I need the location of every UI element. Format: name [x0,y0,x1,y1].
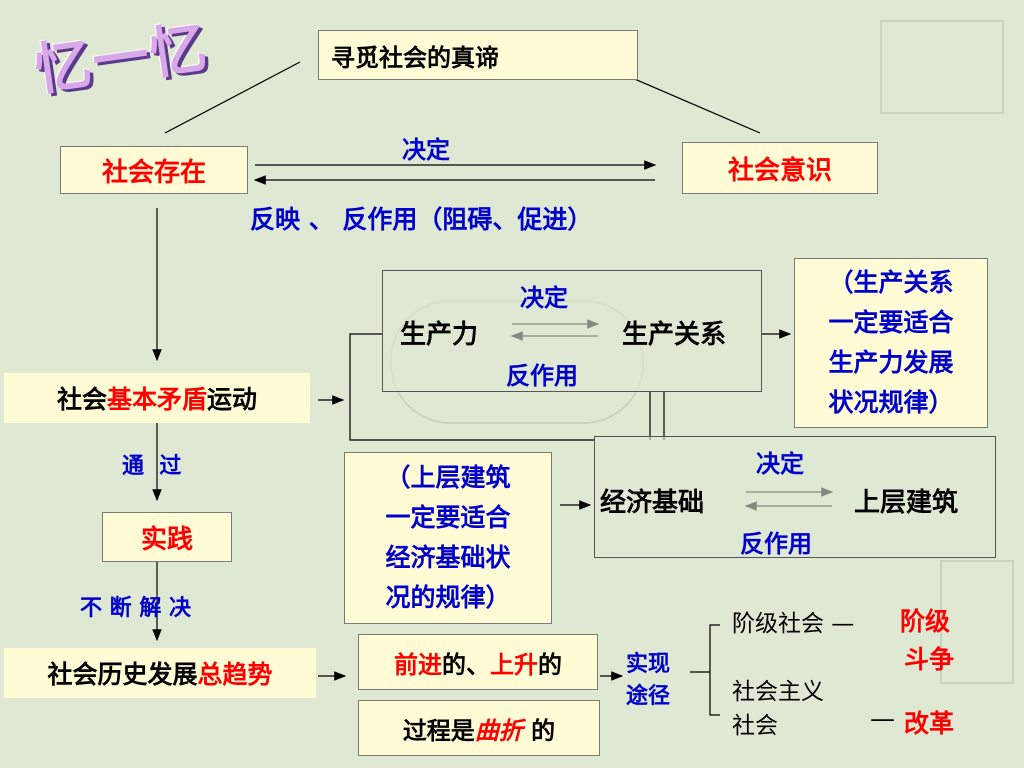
class-society-label: 阶级社会 — [732,611,855,637]
progress-box: 前进 的、 上升 的 [358,634,598,690]
reform-dash: — [870,704,895,733]
class-struggle-line-1: 阶级 [900,607,951,636]
process-highlight: 曲折 [474,716,523,745]
basic-contradiction-box: 社会 基本矛盾 运动 [4,373,310,423]
law1-line-3: 生产力发展 [828,348,954,377]
realize-line-2: 途径 [626,684,671,709]
decor-pattern-top [880,20,1004,114]
law2-line-3: 经济基础状 [385,543,511,572]
practice-box: 实践 [102,512,232,562]
contradiction-highlight: 基本矛盾 [106,385,207,414]
economic-frame [594,436,996,558]
law2-box: （上层建筑 一定要适合 经济基础状 况的规律） [344,452,552,624]
production-relations-label: 生产关系 [622,320,727,350]
superstructure-label: 上层建筑 [854,488,959,518]
process-post: 的 [522,716,556,745]
process-pre: 过程是 [402,716,475,745]
realize-line-1: 实现 [626,652,671,677]
socialist-line-1: 社会主义 [732,679,824,705]
econ-react-label: 反作用 [740,530,812,558]
social-existence-box: 社会存在 [60,146,248,194]
law1-line-4: 状况规律） [828,388,954,417]
prod-react-label: 反作用 [506,362,578,390]
practice-label: 实践 [140,524,193,555]
social-consciousness-box: 社会意识 [682,142,878,194]
production-frame [382,270,762,392]
law1-line-1: （生产关系 [828,268,954,297]
trend-box: 社会历史发展 总趋势 [4,648,316,698]
contradiction-post: 运动 [207,385,258,414]
reform-label: 改革 [904,709,955,738]
progress-c: 上升 [490,650,538,679]
trend-pre: 社会历史发展 [47,660,198,689]
progress-a: 前进 [394,650,442,679]
top-title-box: 寻觅社会的真谛 [318,30,638,80]
reflect-react-label: 反映 、 反作用（阻碍、促进） [250,205,593,234]
process-box: 过程是 曲折 的 [358,700,600,756]
decide-label-top: 决定 [402,136,450,164]
productive-forces-label: 生产力 [400,320,479,350]
decor-pattern-right [940,560,1014,684]
top-title-text: 寻觅社会的真谛 [331,43,499,72]
social-existence-label: 社会存在 [101,157,206,188]
resolve-label: 不 断 解 决 [80,596,191,621]
law1-line-2: 一定要适合 [828,308,954,337]
law2-line-4: 况的规律） [385,583,511,612]
class-struggle-line-2: 斗争 [904,645,955,674]
law2-line-1: （上层建筑 [385,463,511,492]
socialist-line-2: 社会 [732,713,778,739]
law1-box: （生产关系 一定要适合 生产力发展 状况规律） [794,258,988,428]
social-consciousness-label: 社会意识 [727,155,832,186]
progress-d: 的 [538,650,562,679]
prod-decide-label: 决定 [520,284,568,312]
econ-decide-label: 决定 [756,450,804,478]
economic-base-label: 经济基础 [600,488,705,518]
law2-line-2: 一定要适合 [385,503,511,532]
trend-highlight: 总趋势 [197,660,273,689]
progress-b: 的、 [442,650,490,679]
through-label: 通 过 [122,454,182,479]
contradiction-pre: 社会 [56,385,107,414]
